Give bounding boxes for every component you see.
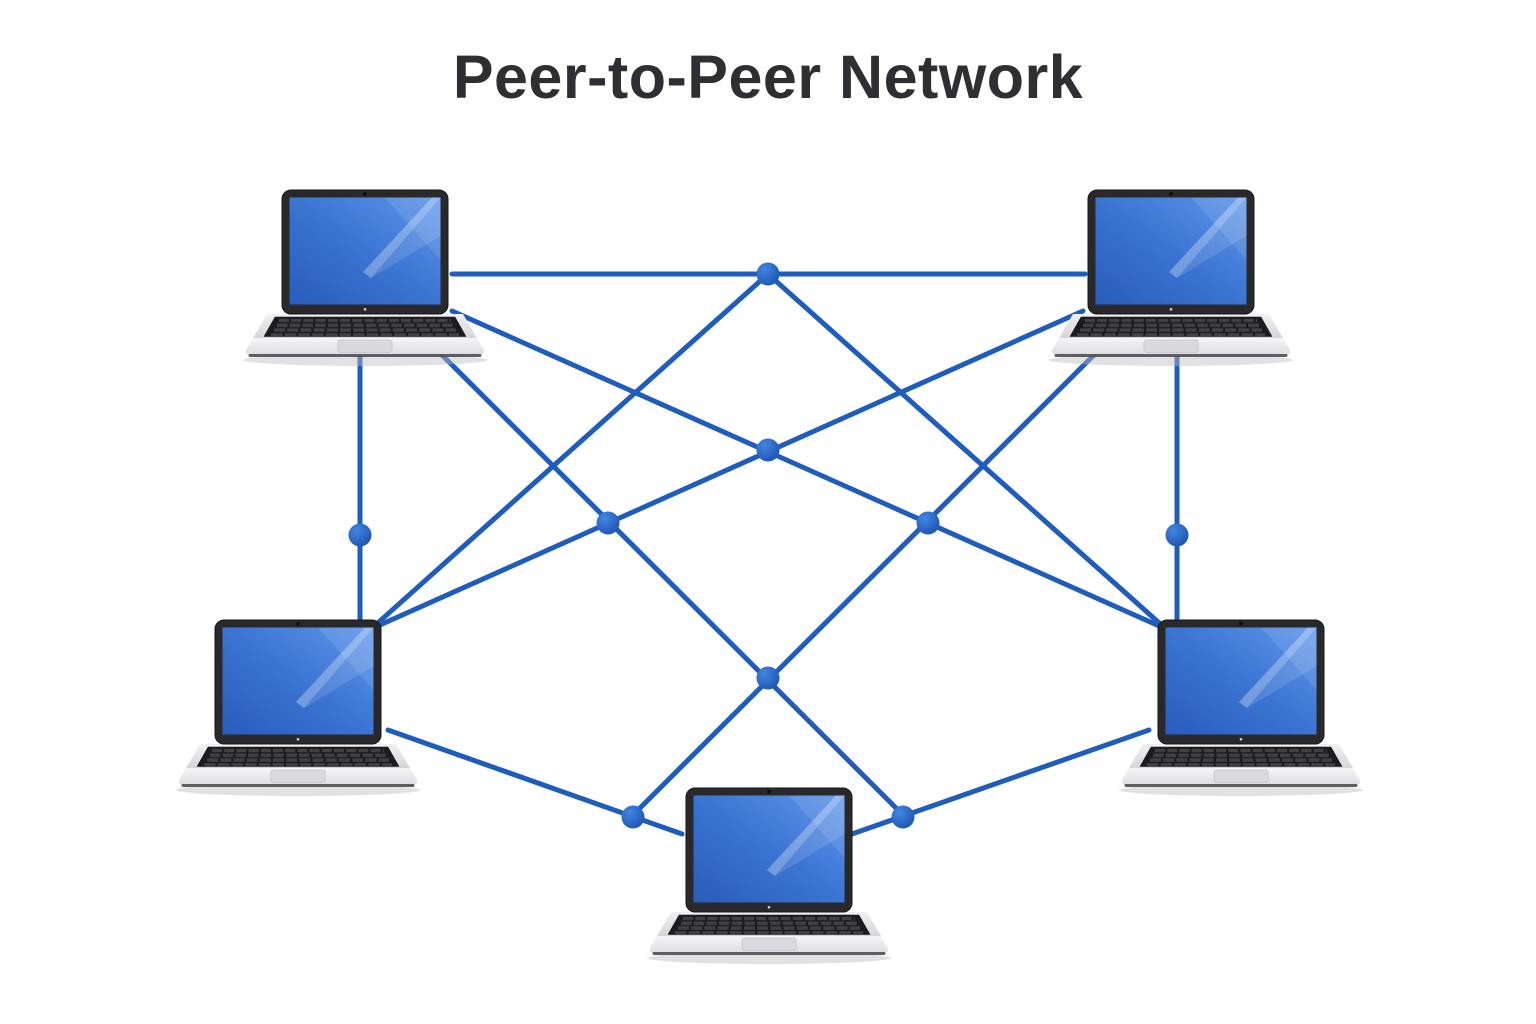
laptop-nodes-layer [176, 190, 1363, 964]
junction-dot-hub-bottom-right [891, 805, 915, 829]
laptop-node-top-left [243, 190, 487, 366]
junction-dot-hub-far-left [348, 523, 372, 547]
junction-dot-hub-top-center [756, 262, 780, 286]
connection-lines-layer [357, 270, 1180, 837]
diagram-title: Peer-to-Peer Network [452, 43, 1084, 111]
laptop-node-left [176, 620, 420, 796]
edge-top-right--bottom [629, 347, 1102, 819]
junction-dot-hub-center-right [916, 511, 940, 535]
edge-top-right--left [368, 308, 1086, 632]
junction-dot-hub-center-left [596, 511, 620, 535]
junction-dots-layer [348, 262, 1189, 829]
junction-dot-hub-center-bottom [756, 666, 780, 690]
junction-dot-hub-far-right [1165, 523, 1189, 547]
edge-top-left--right [449, 308, 1169, 632]
junction-dot-hub-bottom-left [621, 805, 645, 829]
laptop-node-bottom [647, 788, 891, 964]
laptop-node-top-right [1049, 190, 1293, 366]
edge-top-left--bottom [434, 347, 907, 819]
junction-dot-hub-center [756, 438, 780, 462]
laptop-node-right [1119, 620, 1363, 796]
